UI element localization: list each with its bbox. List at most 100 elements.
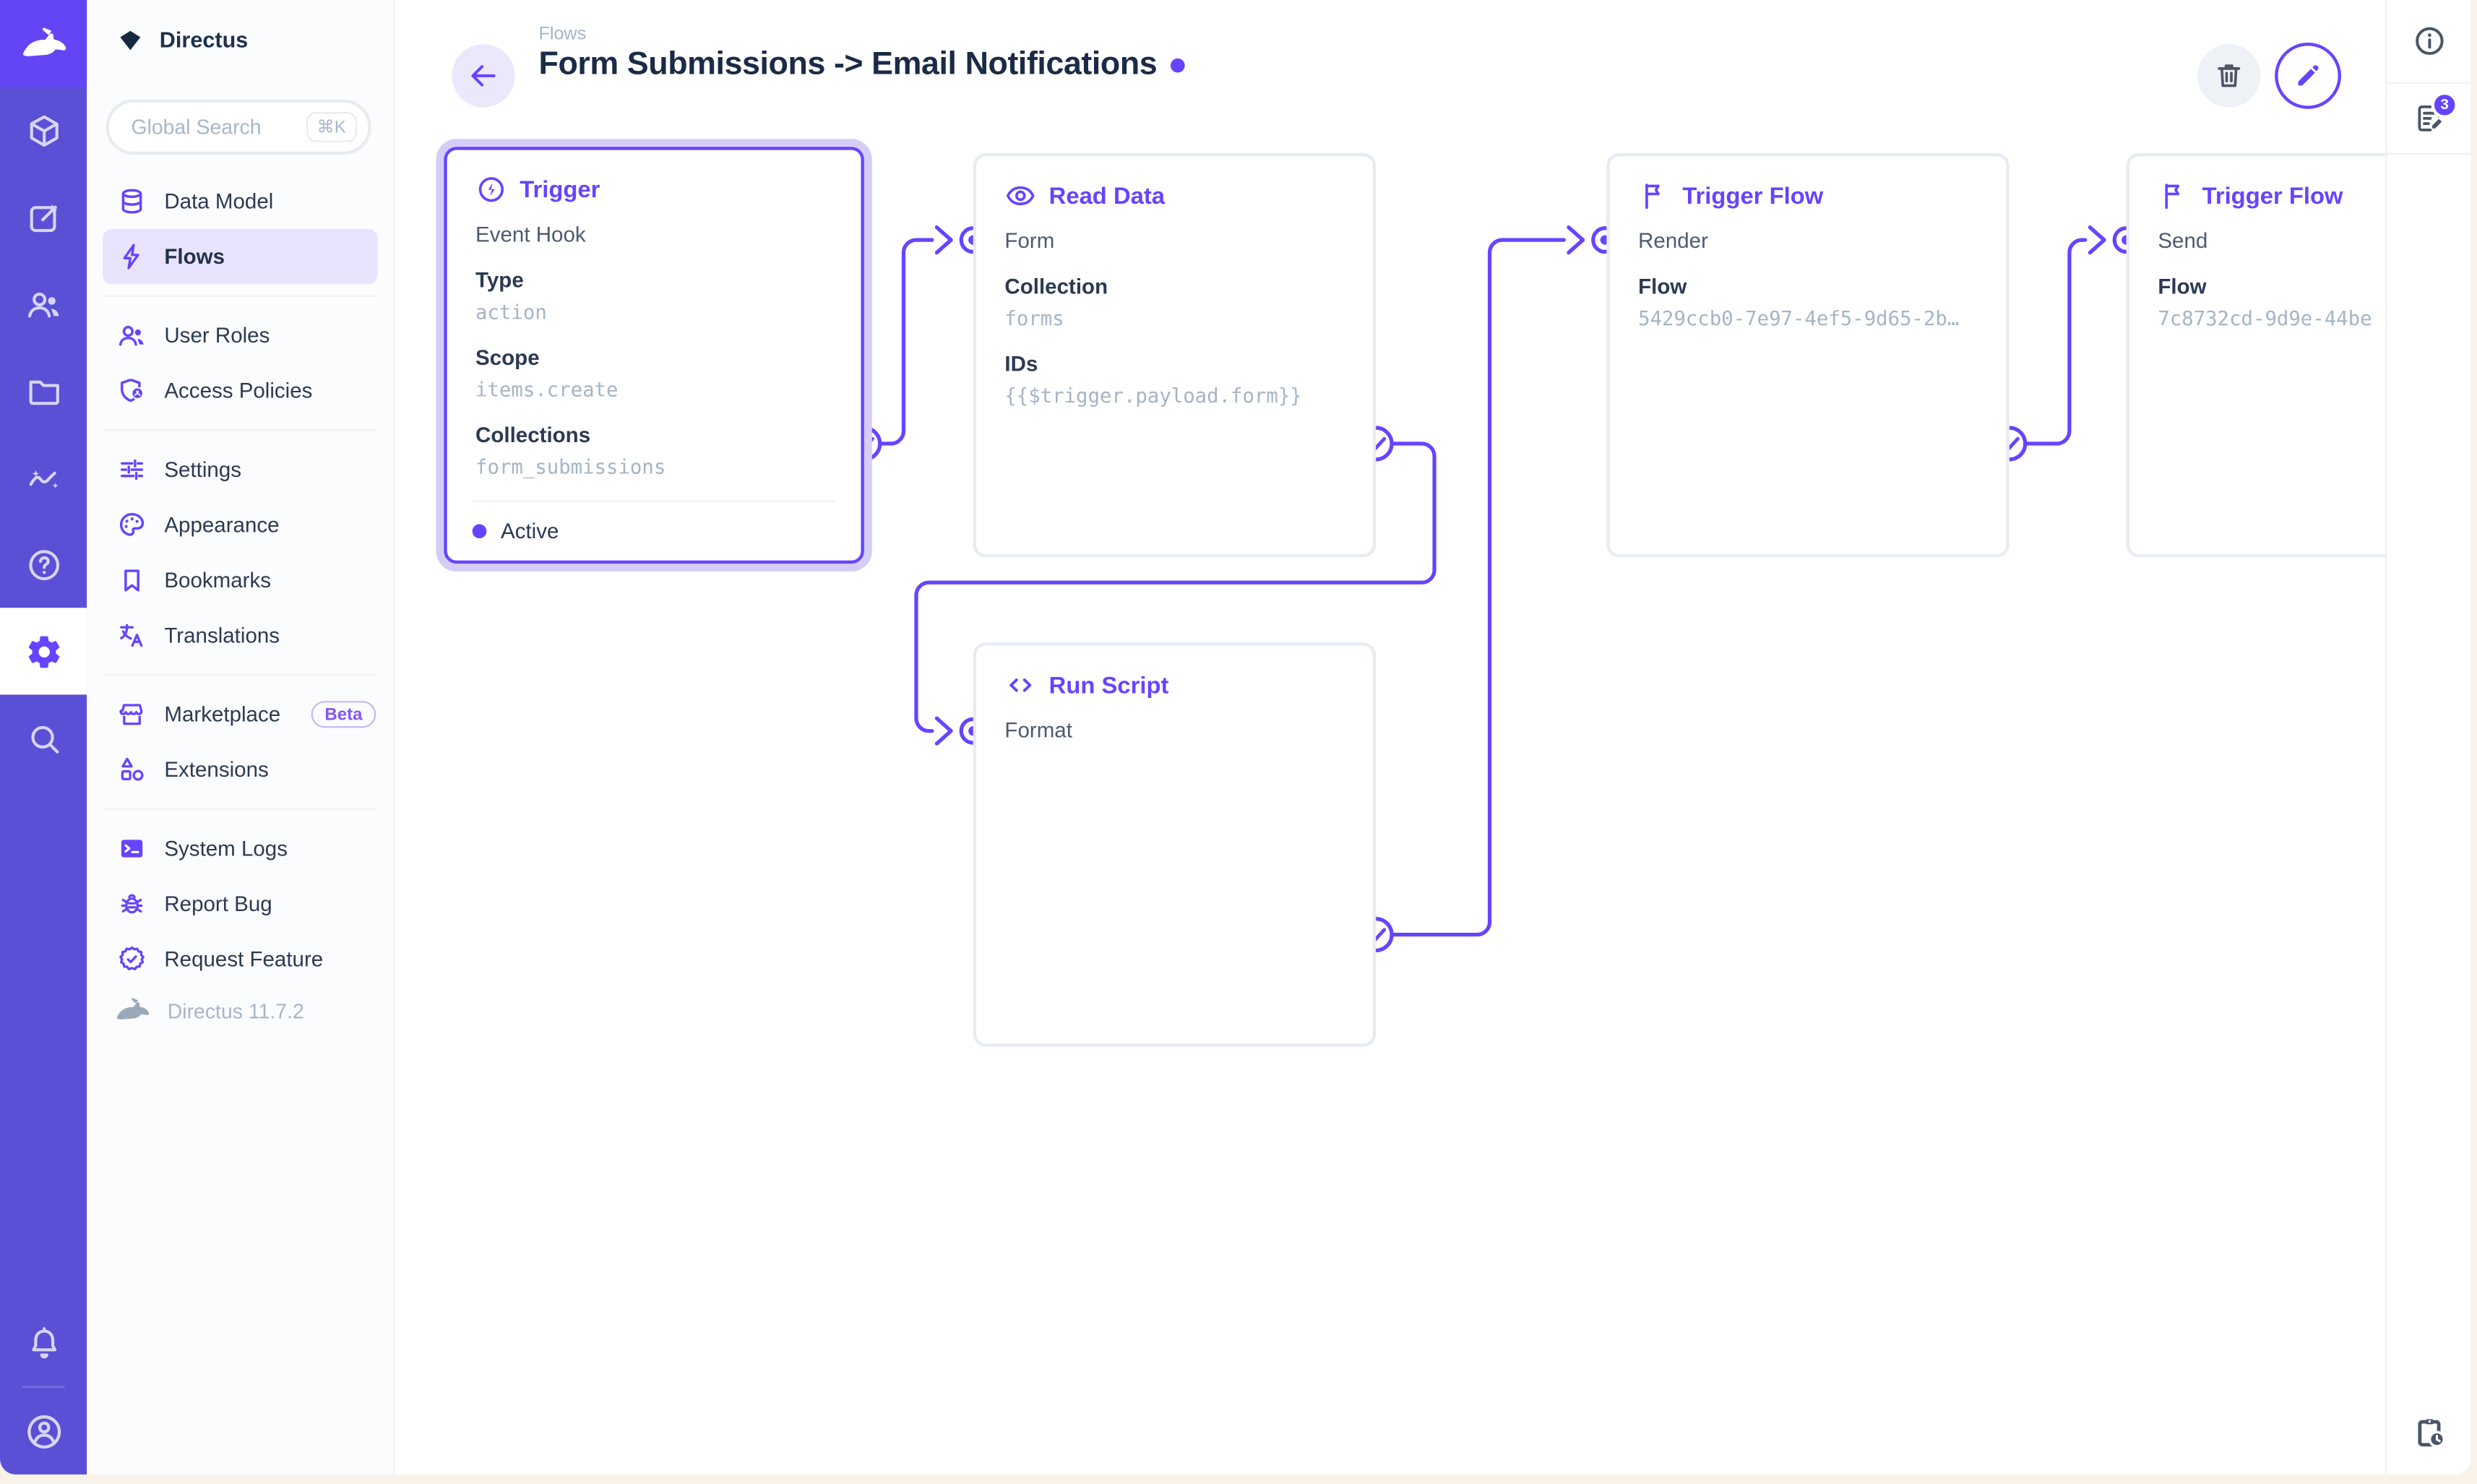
field-label: Flow	[2158, 275, 2207, 298]
trash-icon	[2218, 64, 2241, 87]
sidebar-item-label: Access Policies	[164, 379, 313, 403]
sidebar-item-marketplace[interactable]: Marketplace Beta	[103, 687, 377, 742]
terminal-icon	[117, 834, 147, 864]
page-title: Form Submissions -> Email Notifications	[538, 46, 1158, 82]
sidebar-item-report-bug[interactable]: Report Bug	[103, 876, 377, 931]
module-help[interactable]	[0, 521, 87, 608]
node-name: Form	[1004, 228, 1055, 253]
rabbit-logo-icon	[22, 27, 66, 56]
wire-trigger-flow-render-to-send	[2023, 238, 2088, 446]
version-label: Directus 11.7.2	[167, 998, 304, 1022]
tune-icon	[117, 454, 147, 485]
project-diamond-icon	[120, 30, 141, 50]
notifications-tile[interactable]	[0, 1299, 87, 1386]
people-icon	[117, 321, 147, 351]
info-sidebar-button[interactable]	[2387, 0, 2471, 84]
info-icon	[2415, 27, 2443, 56]
gear-icon	[27, 635, 59, 668]
module-bar-spacer	[0, 782, 87, 1300]
field-label: Collections	[475, 423, 591, 447]
sidebar-item-bookmarks[interactable]: Bookmarks	[103, 553, 377, 608]
field-value: action	[475, 300, 547, 324]
palette-icon	[117, 510, 147, 540]
people-icon	[27, 291, 59, 317]
node-type-label: Trigger Flow	[2202, 182, 2343, 210]
flow-color-dot	[1171, 57, 1186, 72]
shapes-icon	[117, 754, 147, 785]
sidebar-item-label: Request Feature	[164, 947, 324, 971]
module-editor[interactable]	[0, 173, 87, 260]
node-name: Format	[1004, 718, 1072, 743]
field-value: items.create	[475, 377, 619, 402]
nav-divider	[103, 295, 378, 297]
arrowhead-icon	[934, 716, 953, 746]
status-badge: Active	[501, 519, 559, 543]
field-label: Type	[475, 268, 524, 293]
translate-icon	[117, 621, 147, 651]
project-row[interactable]: Directus	[87, 0, 393, 79]
node-name: Event Hook	[475, 223, 586, 246]
breadcrumb[interactable]: Flows	[538, 25, 587, 45]
compose-icon	[29, 204, 57, 232]
sidebar-item-translations[interactable]: Translations	[103, 608, 377, 663]
project-name: Directus	[159, 27, 249, 53]
sidebar-item-request-feature[interactable]: Request Feature	[103, 931, 377, 986]
bolt-circle-icon	[478, 177, 504, 202]
node-type-label: Read Data	[1048, 182, 1166, 210]
user-avatar[interactable]	[0, 1388, 87, 1475]
sidebar-item-data-model[interactable]: Data Model	[103, 173, 377, 228]
sidebar-item-label: Extensions	[164, 757, 269, 782]
cube-icon	[29, 114, 58, 147]
module-settings[interactable]	[0, 608, 87, 695]
sidebar-item-appearance[interactable]: Appearance	[103, 497, 377, 552]
node-trigger-flow-render[interactable]: Trigger Flow Render Flow 5429ccb0-7e97-4…	[1606, 152, 2009, 558]
node-type-label: Run Script	[1048, 671, 1169, 699]
nav-divider	[103, 674, 378, 676]
revisions-pending-button[interactable]	[2410, 1415, 2447, 1452]
field-value: 5429ccb0-7e97-4ef5-9d65-2b…	[1638, 306, 1960, 330]
database-icon	[117, 186, 147, 217]
module-content[interactable]	[0, 87, 87, 173]
search-shortcut-kbd: ⌘K	[306, 112, 358, 142]
code-icon	[1009, 678, 1032, 692]
sidebar-item-label: Marketplace	[164, 702, 281, 727]
avatar-icon	[27, 1414, 61, 1448]
arrow-left-icon	[471, 65, 496, 87]
notices-sidebar-button[interactable]: 3	[2387, 84, 2471, 155]
flag-icon	[1645, 184, 1660, 210]
delete-flow-button[interactable]	[2197, 44, 2261, 108]
module-users[interactable]	[0, 261, 87, 348]
module-files[interactable]	[0, 348, 87, 434]
node-trigger-flow-send[interactable]: Trigger Flow Send Flow 7c8732cd-9d9e-44b…	[2126, 152, 2386, 558]
node-read-data[interactable]: Read Data Form Collection forms IDs {{$t…	[973, 152, 1377, 558]
sidebar-item-system-logs[interactable]: System Logs	[103, 821, 377, 876]
sidebar-item-access-policies[interactable]: Access Policies	[103, 363, 377, 418]
sidebar-item-settings[interactable]: Settings	[103, 442, 377, 497]
module-insights[interactable]	[0, 434, 87, 521]
right-sidebar: 3	[2385, 0, 2471, 1475]
node-run-script[interactable]: Run Script Format	[973, 642, 1377, 1047]
rabbit-version-icon	[116, 998, 150, 1019]
header-actions	[2197, 42, 2341, 109]
sidebar-item-label: User Roles	[164, 323, 270, 348]
global-search[interactable]: ⌘K	[105, 99, 371, 155]
sidebar-item-extensions[interactable]: Extensions	[103, 742, 377, 797]
edit-flow-button[interactable]	[2275, 42, 2341, 109]
wire-trigger-to-read-data	[876, 238, 934, 446]
search-input[interactable]	[131, 115, 297, 139]
node-trigger[interactable]: Trigger Event Hook Type action Scope ite…	[444, 147, 864, 564]
trigger-status-row: Active	[472, 500, 836, 561]
back-button[interactable]	[452, 44, 515, 108]
bug-icon	[117, 889, 147, 919]
arrowhead-icon	[934, 225, 953, 255]
search-icon	[30, 725, 59, 753]
field-label: IDs	[1004, 352, 1038, 376]
bolt-icon	[117, 241, 147, 272]
directus-logo-tile[interactable]	[0, 0, 87, 87]
sidebar-item-user-roles[interactable]: User Roles	[103, 308, 377, 363]
sidebar-item-label: System Logs	[164, 837, 288, 860]
nav-divider	[103, 429, 378, 431]
module-search[interactable]	[0, 694, 87, 781]
sidebar-item-flows[interactable]: Flows	[103, 228, 378, 285]
